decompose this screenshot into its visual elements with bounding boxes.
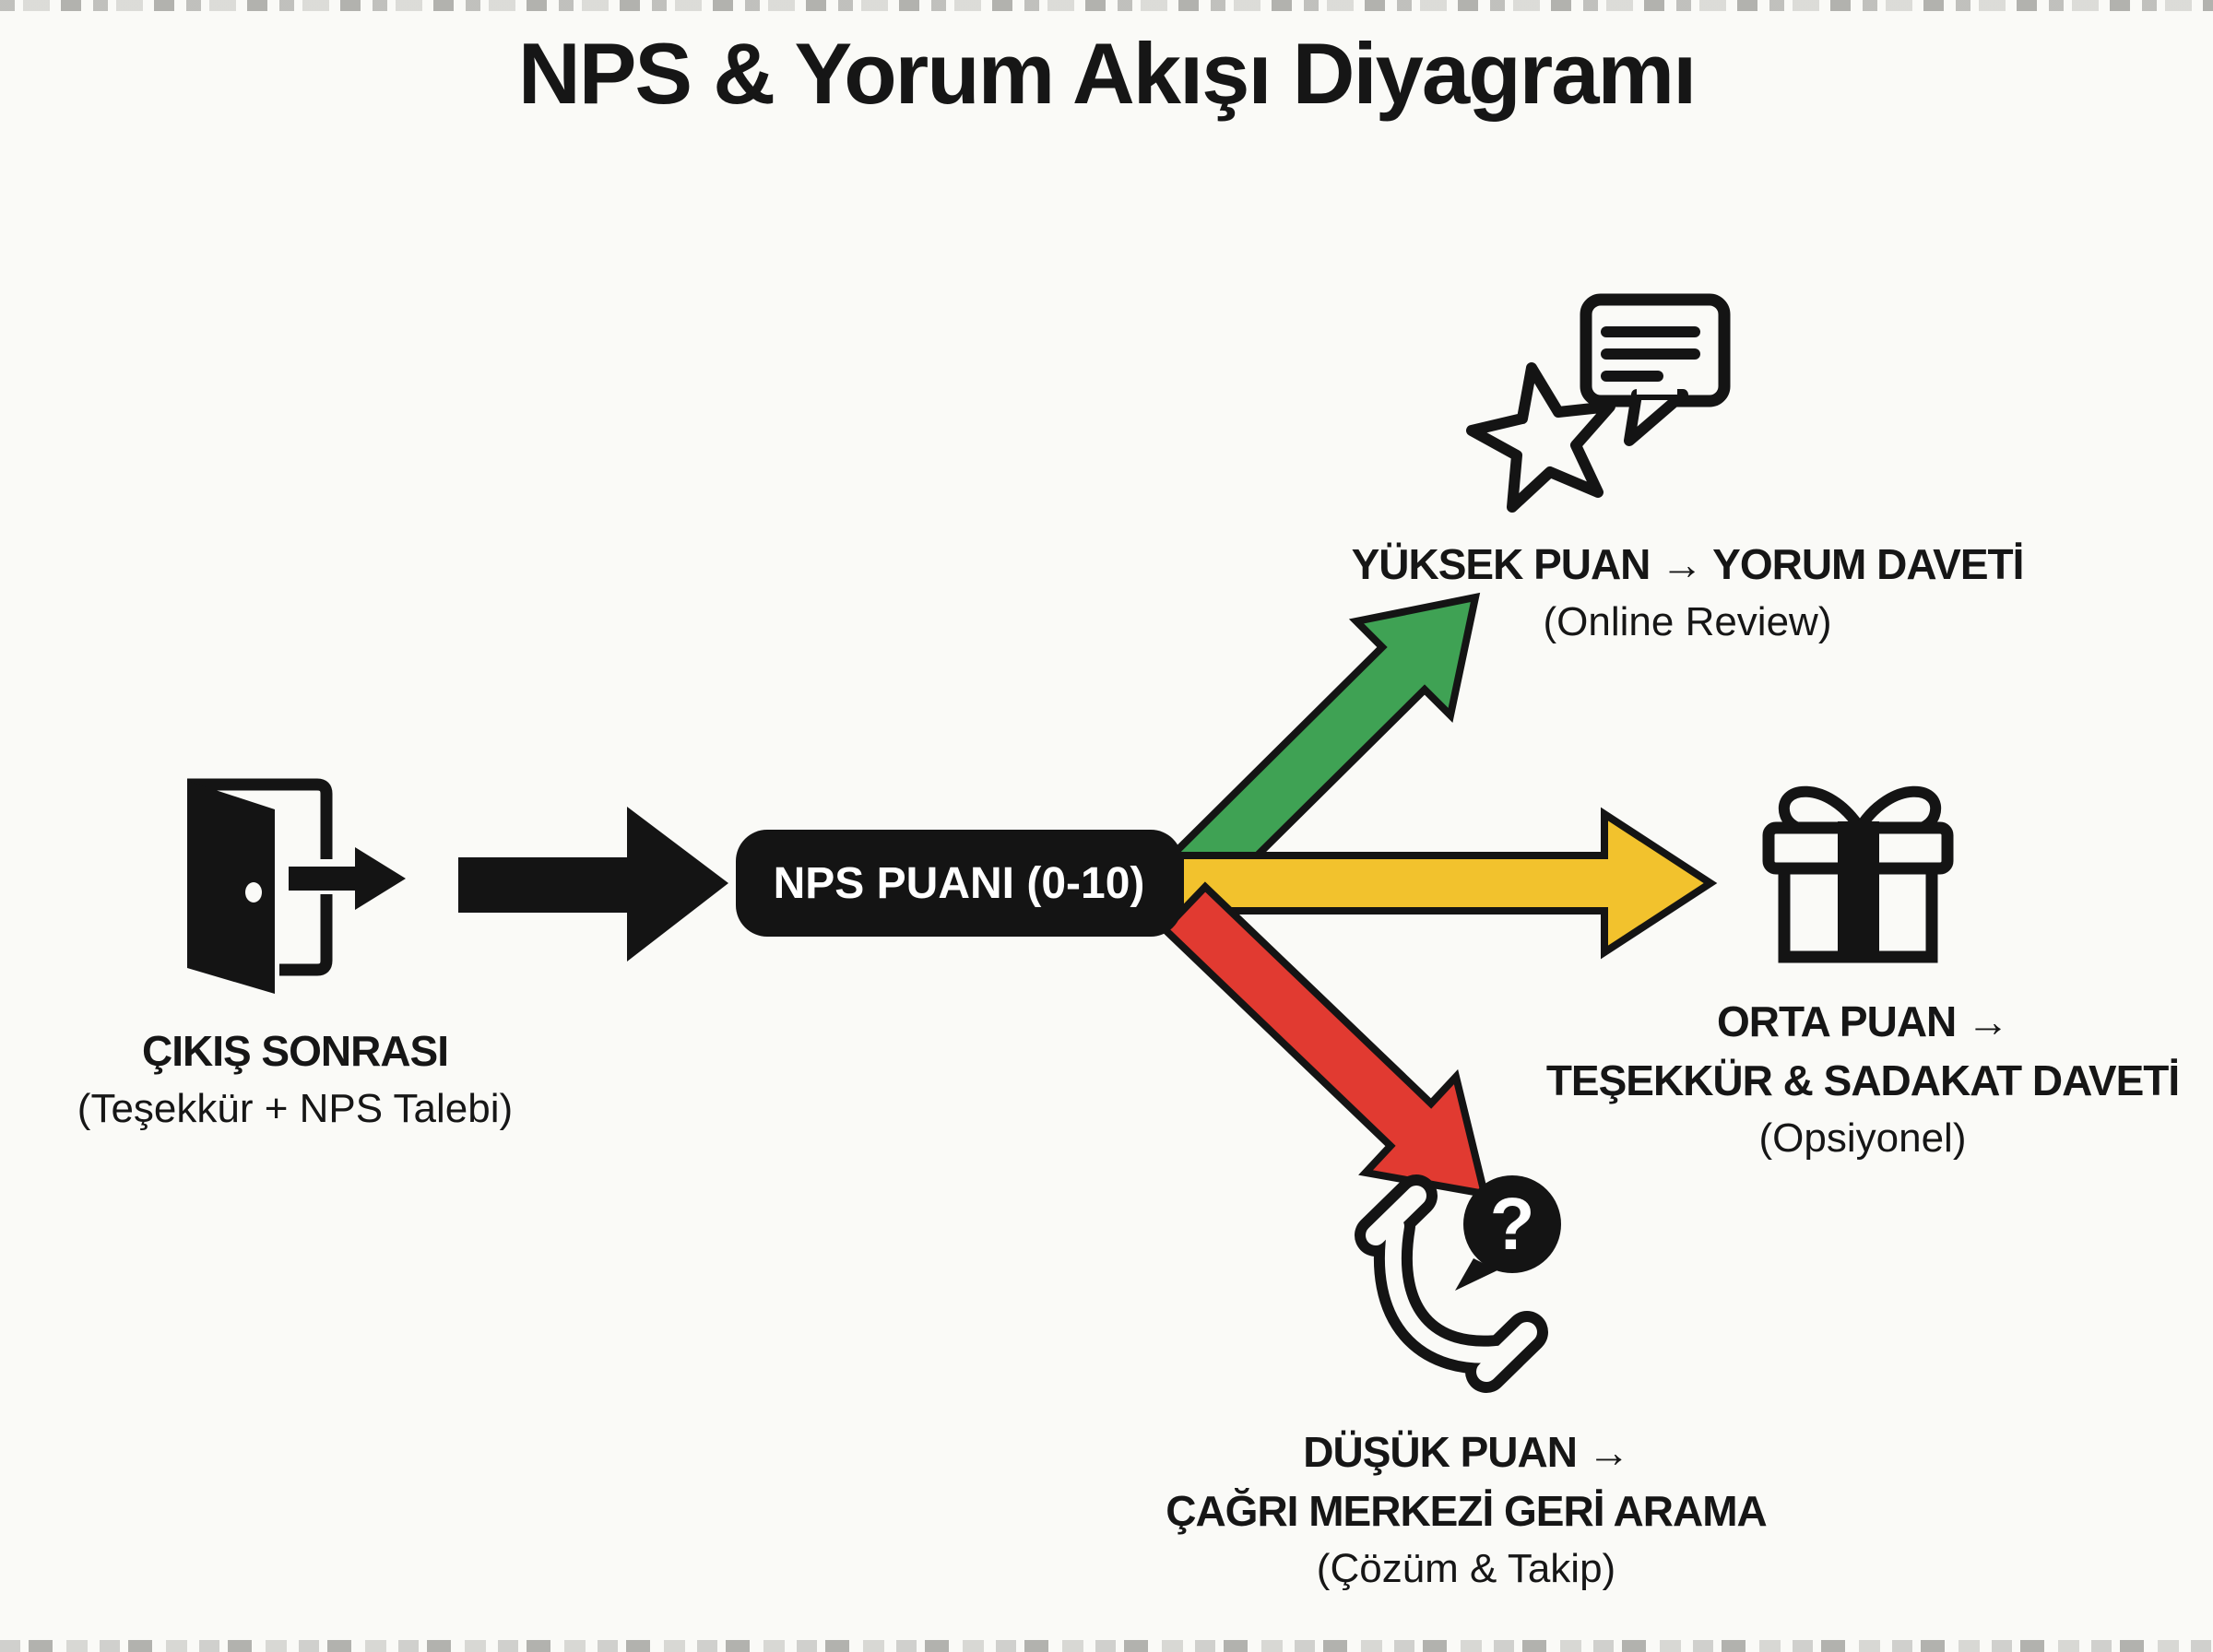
phone-mouthpiece-core — [1476, 1322, 1537, 1382]
gift-icon — [1762, 785, 1954, 963]
callback-phone-icon: ? — [1355, 1174, 1561, 1393]
bubble-tail-join — [1637, 382, 1677, 395]
star-review-icon — [1466, 293, 1731, 513]
exit-arrow — [289, 847, 406, 910]
high-branch-caption: YÜKSEK PUAN → YORUM DAVETİ (Online Revie… — [1272, 535, 2102, 651]
page-title: NPS & Yorum Akışı Diyagramı — [517, 25, 1697, 122]
low-branch-subtitle: (Çözüm & Takip) — [1316, 1546, 1616, 1591]
gift-ribbon — [1838, 821, 1879, 957]
door-frame-lower — [279, 894, 333, 976]
exit-caption-subtitle: (Teşekkür + NPS Talebi) — [77, 1086, 514, 1131]
question-bubble-tail — [1455, 1258, 1497, 1291]
question-bubble-icon — [1463, 1175, 1561, 1273]
low-branch-title-line2: ÇAĞRI MERKEZİ GERİ ARAMA — [1166, 1487, 1768, 1535]
mid-branch-arrow — [1177, 807, 1718, 960]
input-arrow — [458, 807, 728, 962]
exit-caption: ÇIKIŞ SONRASI (Teşekkür + NPS Talebi) — [0, 1021, 590, 1138]
door-knob — [245, 882, 262, 903]
nps-score-label: NPS PUANI (0-10) — [773, 858, 1145, 908]
phone-handset-core — [1384, 1218, 1513, 1363]
mid-branch-caption: ORTA PUAN → TEŞEKKÜR & SADAKAT DAVETİ (O… — [1512, 992, 2213, 1167]
mid-branch-title-line1: ORTA PUAN → — [1716, 997, 2009, 1045]
door-frame — [187, 778, 333, 859]
exit-door-icon — [187, 778, 406, 994]
nps-score-node: NPS PUANI (0-10) — [736, 830, 1182, 937]
low-branch-caption: DÜŞÜK PUAN → ÇAĞRI MERKEZİ GERİ ARAMA (Ç… — [1106, 1422, 1826, 1598]
mid-branch-subtitle: (Opsiyonel) — [1758, 1115, 1967, 1161]
door-panel — [187, 781, 275, 994]
mid-branch-title-line2: TEŞEKKÜR & SADAKAT DAVETİ — [1545, 1056, 2180, 1104]
exit-caption-title: ÇIKIŞ SONRASI — [141, 1027, 449, 1075]
high-branch-subtitle: (Online Review) — [1543, 599, 1832, 644]
low-branch-title-line1: DÜŞÜK PUAN → — [1303, 1428, 1629, 1476]
question-mark: ? — [1490, 1183, 1535, 1265]
phone-earpiece-core — [1366, 1186, 1426, 1245]
high-branch-title: YÜKSEK PUAN → YORUM DAVETİ — [1351, 540, 2025, 588]
star-icon — [1466, 362, 1615, 513]
speech-bubble-tail — [1624, 389, 1688, 446]
